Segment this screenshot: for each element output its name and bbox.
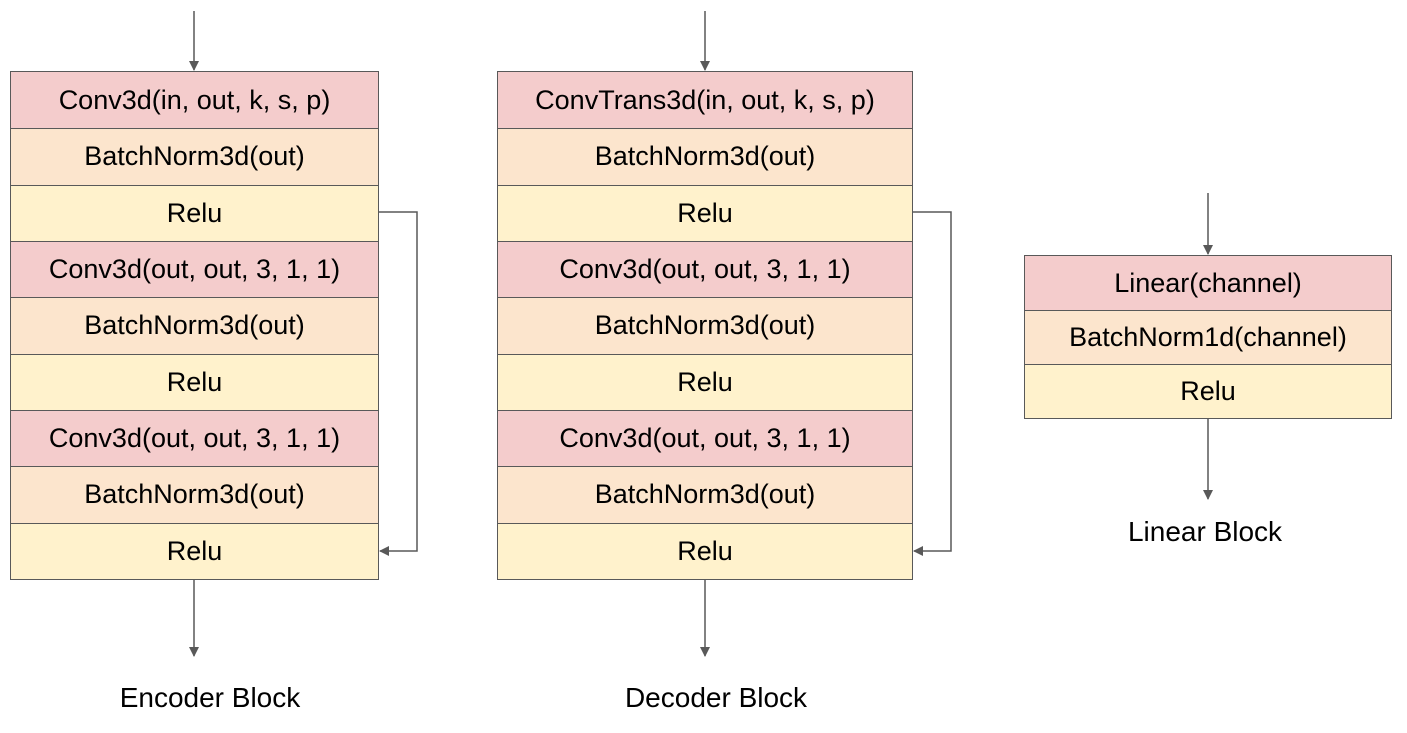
decoder-layer-convtrans3d: ConvTrans3d(in, out, k, s, p) — [498, 72, 912, 129]
linear-block: Linear(channel) BatchNorm1d(channel) Rel… — [1024, 255, 1392, 419]
decoder-layer-batchnorm: BatchNorm3d(out) — [498, 466, 912, 523]
encoder-layer-relu: Relu — [11, 184, 378, 241]
linear-layer-batchnorm: BatchNorm1d(channel) — [1025, 310, 1391, 364]
decoder-layer-batchnorm: BatchNorm3d(out) — [498, 297, 912, 354]
encoder-layer-conv3d: Conv3d(out, out, 3, 1, 1) — [11, 409, 378, 467]
encoder-layer-batchnorm: BatchNorm3d(out) — [11, 128, 378, 185]
encoder-layer-relu: Relu — [11, 522, 378, 579]
encoder-layer-batchnorm: BatchNorm3d(out) — [11, 466, 378, 523]
encoder-block: Conv3d(in, out, k, s, p) BatchNorm3d(out… — [10, 71, 379, 580]
decoder-skip-connection — [913, 211, 952, 556]
encoder-layer-conv3d: Conv3d(out, out, 3, 1, 1) — [11, 240, 378, 298]
encoder-skip-connection — [379, 211, 418, 556]
linear-layer-linear: Linear(channel) — [1025, 256, 1391, 310]
decoder-caption: Decoder Block — [624, 682, 808, 713]
decoder-layer-batchnorm: BatchNorm3d(out) — [498, 128, 912, 185]
encoder-layer-batchnorm: BatchNorm3d(out) — [11, 297, 378, 354]
encoder-caption: Encoder Block — [119, 682, 301, 713]
decoder-layer-relu: Relu — [498, 353, 912, 410]
decoder-layer-relu: Relu — [498, 522, 912, 579]
encoder-layer-conv3d: Conv3d(in, out, k, s, p) — [11, 72, 378, 129]
encoder-layer-relu: Relu — [11, 353, 378, 410]
decoder-layer-relu: Relu — [498, 184, 912, 241]
decoder-layer-conv3d: Conv3d(out, out, 3, 1, 1) — [498, 240, 912, 298]
linear-layer-relu: Relu — [1025, 364, 1391, 418]
decoder-block: ConvTrans3d(in, out, k, s, p) BatchNorm3… — [497, 71, 913, 580]
decoder-layer-conv3d: Conv3d(out, out, 3, 1, 1) — [498, 409, 912, 467]
linear-caption: Linear Block — [1127, 516, 1283, 547]
